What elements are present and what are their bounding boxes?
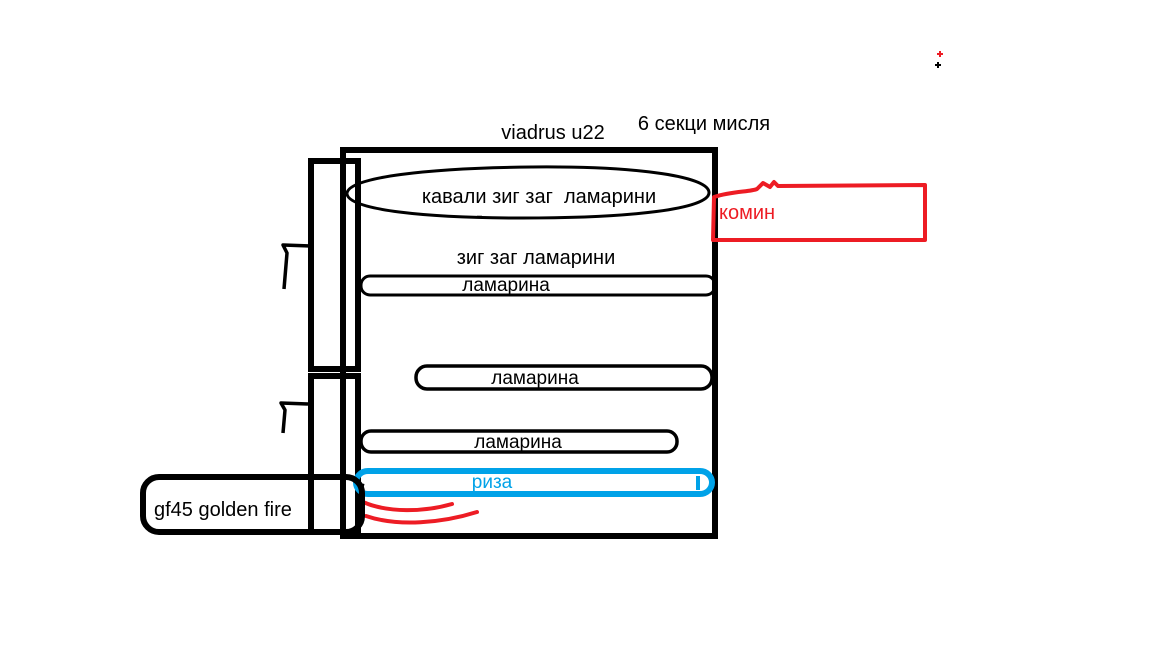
plate-label-2: ламарина <box>491 368 579 389</box>
flame-squiggle-1 <box>361 500 454 513</box>
plate-bar-1 <box>359 274 717 297</box>
stray-red-mark <box>937 51 943 57</box>
burner-box <box>140 474 365 535</box>
flame-squiggle-2 <box>364 510 479 525</box>
chimney-box <box>711 180 927 242</box>
jacket-label: риза <box>472 472 513 493</box>
plate-label-3: ламарина <box>474 432 562 453</box>
plate-label-1: ламарина <box>462 275 550 296</box>
top-channel-label: кавали зиг заг ламарини <box>422 186 656 208</box>
zigzag-label: зиг заг ламарини <box>457 247 616 269</box>
jacket-bar <box>353 468 715 497</box>
left-pipe-lower <box>308 373 361 535</box>
model-title: viadrus u22 <box>501 122 604 144</box>
stray-black-mark <box>935 62 941 68</box>
pipe-bracket-lower <box>279 401 309 434</box>
top-channel-ellipse <box>345 165 711 220</box>
sections-note: 6 секци мисля <box>638 113 770 135</box>
boiler-body-outline <box>340 147 718 539</box>
burner-label: gf45 golden fire <box>154 499 292 521</box>
left-pipe-upper <box>308 158 361 372</box>
plate-bar-2 <box>414 364 714 391</box>
plate-bar-3 <box>359 429 679 454</box>
pipe-bracket-upper <box>281 243 312 290</box>
chimney-label: комин <box>719 202 775 224</box>
